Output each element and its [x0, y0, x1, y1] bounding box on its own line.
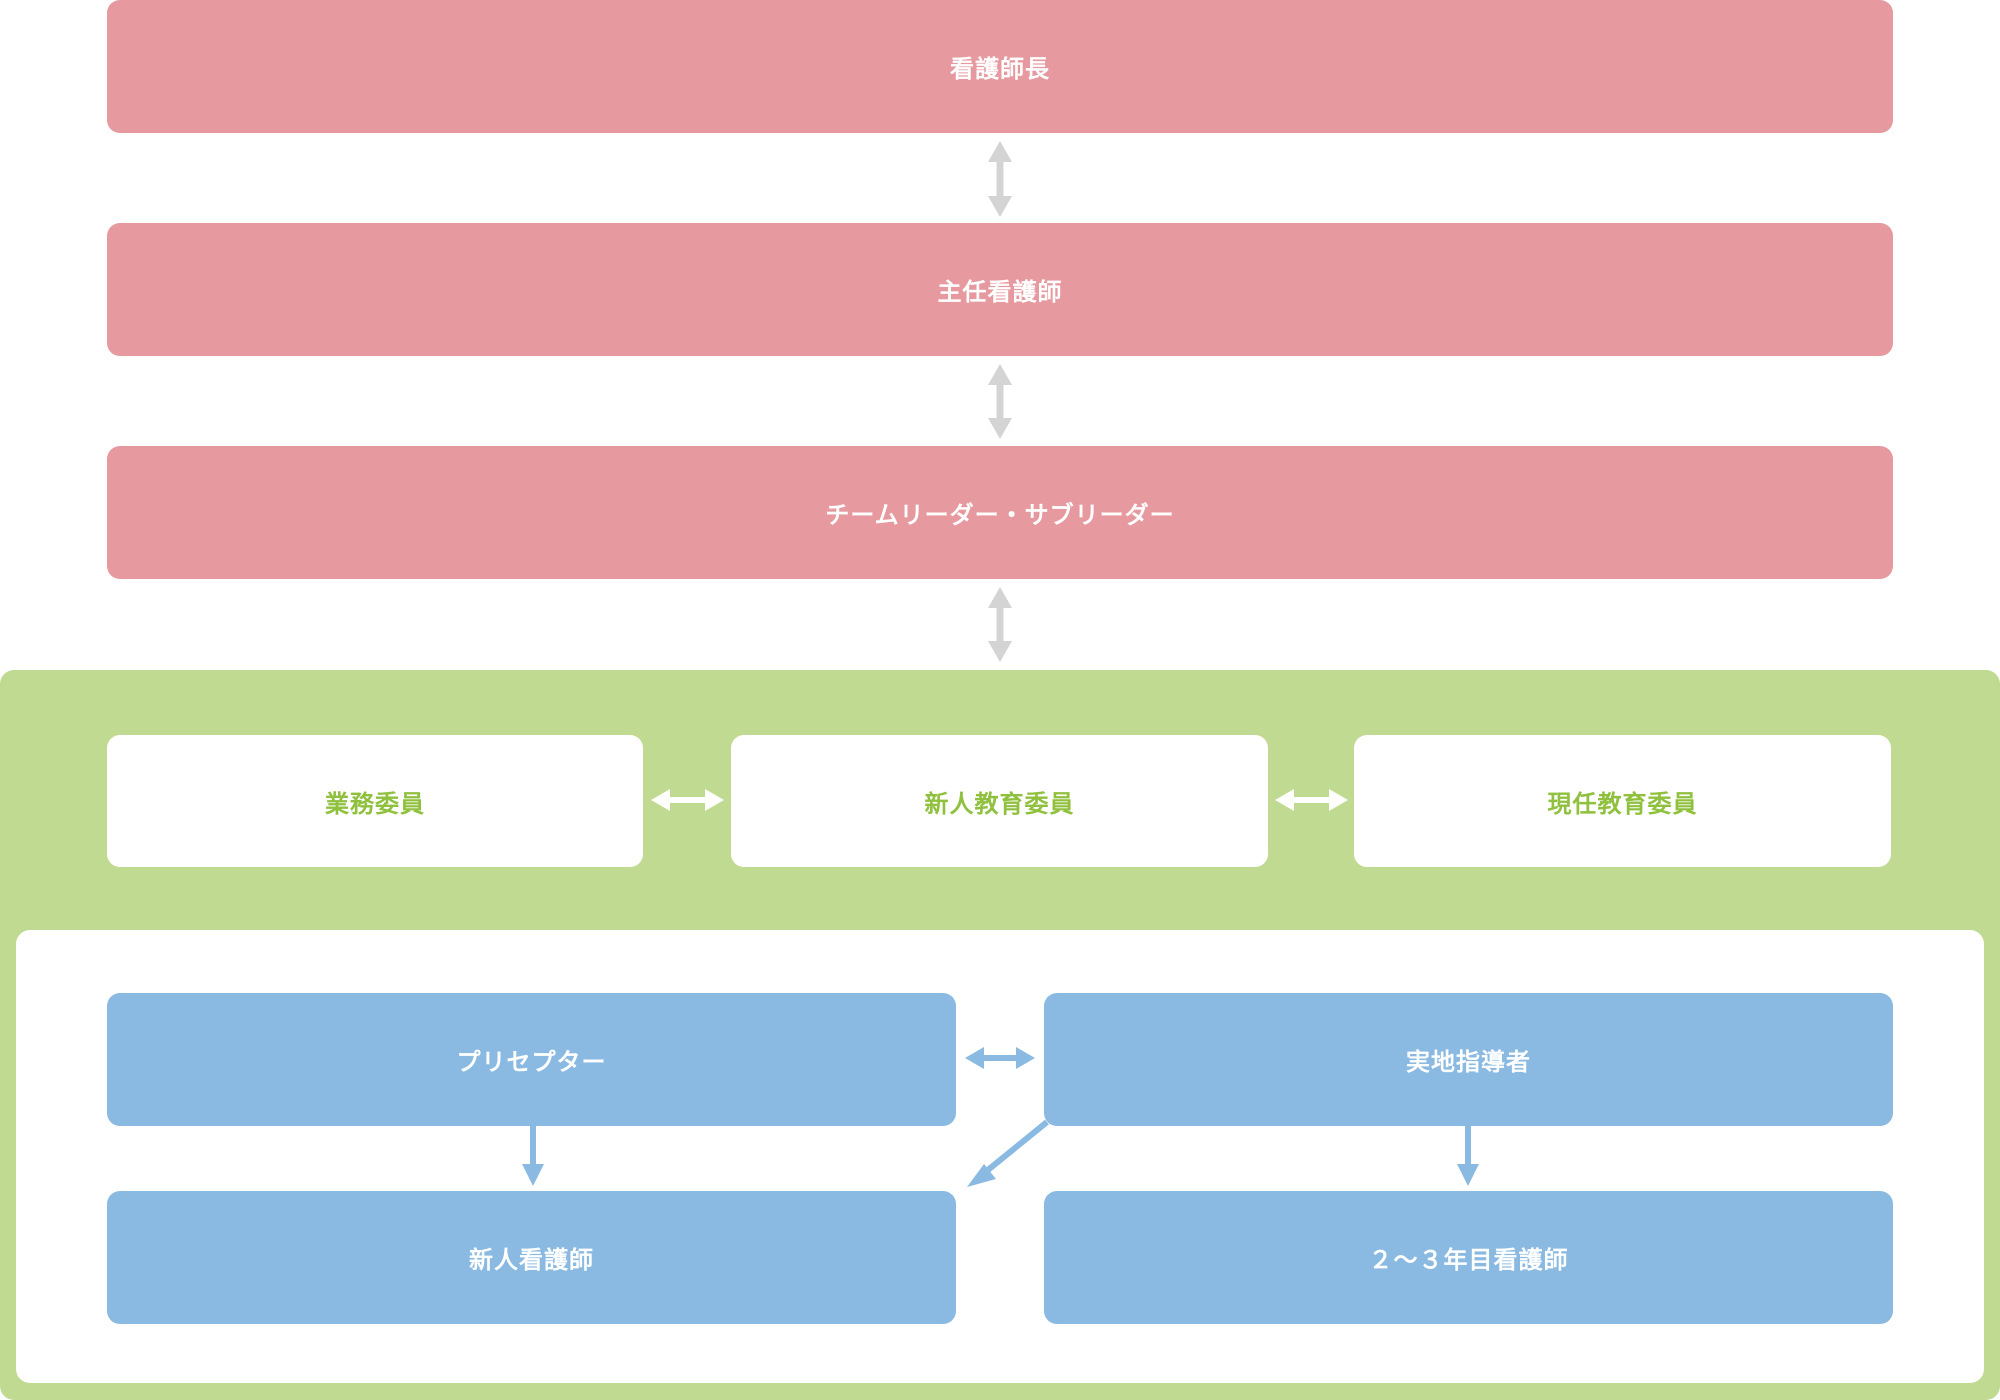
arrow-chief-team-leader: [988, 364, 1012, 439]
current-staff-education-committee-label: 現任教育委員: [1547, 789, 1698, 818]
arrow-team-leader-committees: [988, 587, 1012, 662]
clinical-instructor-box: 実地指導者: [1044, 993, 1893, 1126]
head-nurse-box: 看護師長: [107, 0, 1893, 133]
new-nurse-box: 新人看護師: [107, 1191, 956, 1324]
new-nurse-label: 新人看護師: [469, 1246, 594, 1274]
operations-committee-label: 業務委員: [325, 789, 425, 818]
new-staff-education-committee-label: 新人教育委員: [924, 789, 1075, 818]
head-nurse-label: 看護師長: [950, 55, 1050, 83]
arrow-head-nurse-chief: [988, 141, 1012, 217]
clinical-instructor-label: 実地指導者: [1406, 1048, 1531, 1076]
chief-nurse-box: 主任看護師: [107, 223, 1893, 356]
operations-committee-box: 業務委員: [107, 735, 643, 867]
preceptor-label: プリセプター: [456, 1048, 607, 1076]
current-staff-education-committee-box: 現任教育委員: [1354, 735, 1891, 867]
new-staff-education-committee-box: 新人教育委員: [731, 735, 1268, 867]
preceptor-box: プリセプター: [107, 993, 956, 1126]
team-leader-label: チームリーダー・サブリーダー: [825, 501, 1175, 529]
chief-nurse-label: 主任看護師: [937, 278, 1063, 306]
second-third-year-nurse-label: ２～３年目看護師: [1368, 1246, 1569, 1274]
team-leader-box: チームリーダー・サブリーダー: [107, 446, 1893, 579]
second-third-year-nurse-box: ２～３年目看護師: [1044, 1191, 1893, 1324]
